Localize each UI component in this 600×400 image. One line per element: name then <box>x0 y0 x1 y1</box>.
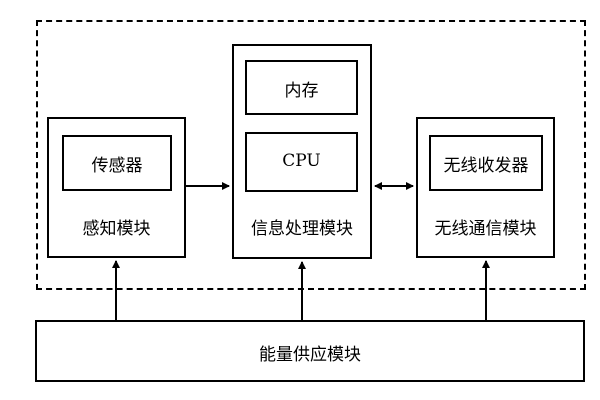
memory-box <box>245 60 358 115</box>
sensing-module-title: 感知模块 <box>82 219 151 239</box>
sensor-label: 传感器 <box>91 156 143 176</box>
power-module <box>35 320 585 382</box>
transceiver-box <box>429 135 543 191</box>
cpu-label: CPU <box>282 151 321 171</box>
node-enclosure <box>36 20 586 290</box>
cpu-box <box>245 132 358 192</box>
power-module-title: 能量供应模块 <box>259 345 361 365</box>
wireless-module-title: 无线通信模块 <box>434 219 537 239</box>
sensor-box <box>62 135 172 191</box>
transceiver-label: 无线收发器 <box>443 156 529 176</box>
memory-label: 内存 <box>284 81 319 101</box>
processing-module-title: 信息处理模块 <box>251 219 353 239</box>
